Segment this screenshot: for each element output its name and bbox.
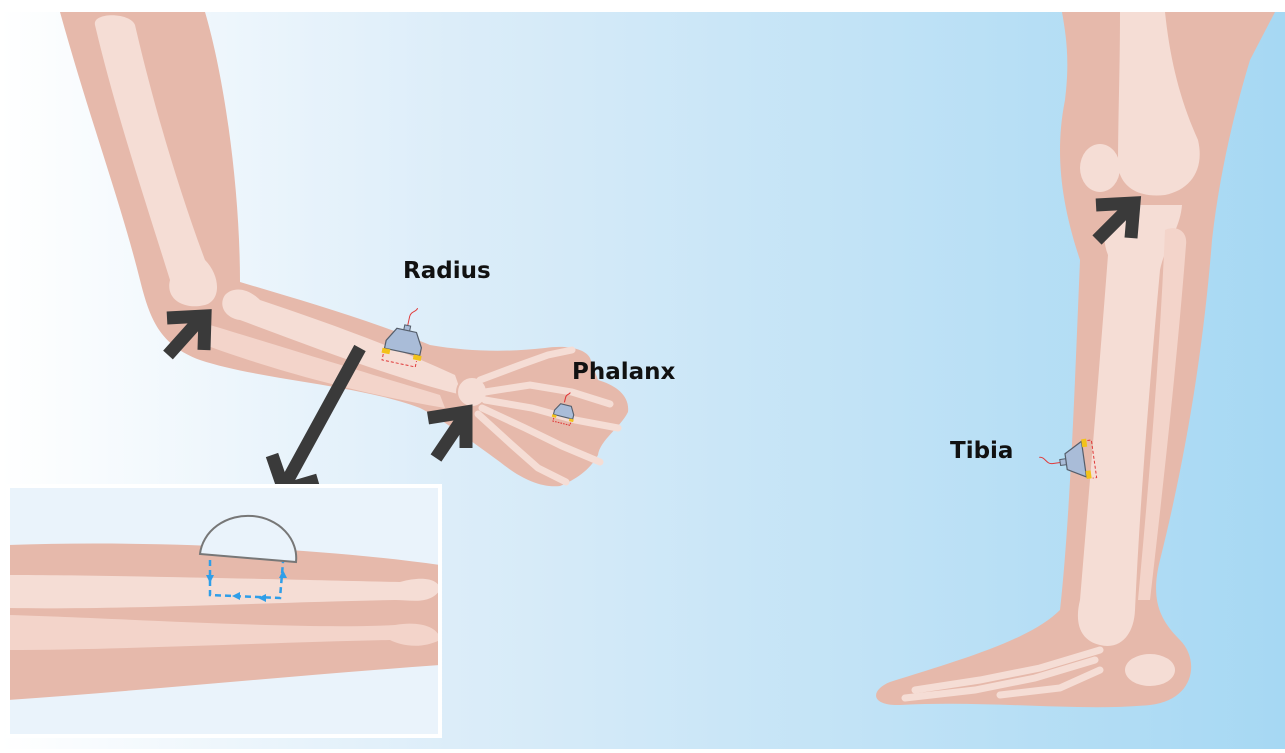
patella-bone [1080,144,1120,192]
radius-label: Radius [403,258,491,284]
phalanx-label: Phalanx [572,359,675,385]
tibia-label: Tibia [950,438,1013,464]
inset-detail-view [8,486,440,736]
